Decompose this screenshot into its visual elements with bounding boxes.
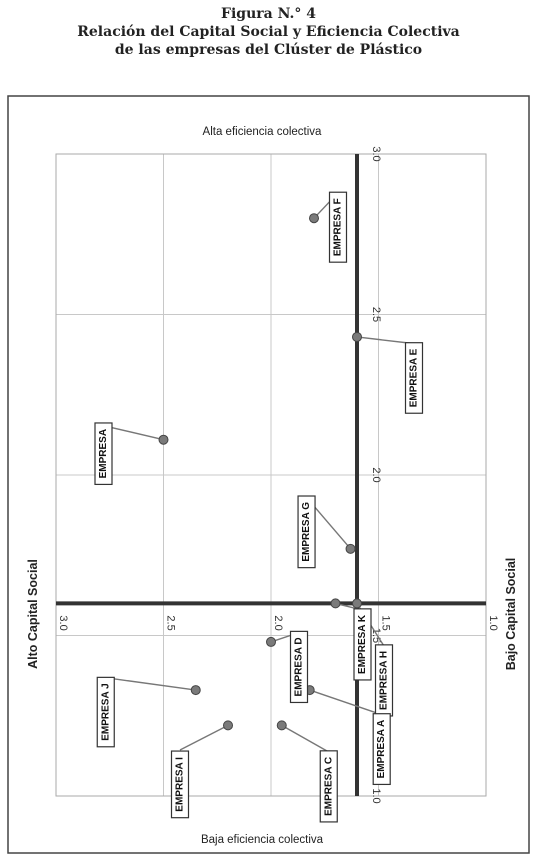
data-point xyxy=(330,598,341,609)
point-labels: EMPRESA F EMPRESA E EMPRESA EMPRESA G EMPRES… xyxy=(94,191,424,823)
point-label-text: EMPRESA C xyxy=(323,757,334,816)
leader-line xyxy=(105,677,196,691)
right-axis-caption: Bajo Capital Social xyxy=(504,558,518,671)
data-point xyxy=(309,213,319,224)
data-point xyxy=(352,331,362,342)
data-point xyxy=(190,685,201,696)
leader-line xyxy=(103,424,164,441)
point-label-box xyxy=(297,495,316,569)
point-label-text: EMPRESA xyxy=(98,429,109,478)
figure-title-line2: de las empresas del Clúster de Plástico xyxy=(114,42,423,58)
data-point xyxy=(276,720,287,731)
left-axis-caption: Alto Capital Social xyxy=(26,559,40,669)
point-label-box xyxy=(328,191,348,263)
x-tick-label: 2.0 xyxy=(272,615,284,630)
point-label: EMPRESA xyxy=(94,422,113,486)
leader-line xyxy=(309,689,382,716)
point-label-text: EMPRESA I xyxy=(175,757,186,812)
plot-border xyxy=(55,153,487,797)
point-label-text: EMPRESA F xyxy=(333,198,344,256)
point-label-text: EMPRESA A xyxy=(376,720,387,779)
y-tick-label: 2.0 xyxy=(370,467,382,482)
point-label: EMPRESA K xyxy=(353,608,372,681)
y-tick-label: 3.0 xyxy=(370,146,382,161)
grid xyxy=(55,153,487,797)
x-tick-label: 2.5 xyxy=(165,615,177,630)
y-tick-label: 2.5 xyxy=(370,307,382,322)
point-label-box xyxy=(404,342,424,414)
point-label-box xyxy=(319,750,338,823)
data-point xyxy=(158,434,169,445)
figure-number: Figura N.° 4 xyxy=(221,6,316,22)
point-label-box xyxy=(170,750,190,819)
figure-title-line1: Relación del Capital Social y Eficiencia… xyxy=(77,24,460,40)
data-points xyxy=(158,213,362,731)
point-label-box xyxy=(372,713,391,786)
point-label: EMPRESA I xyxy=(170,750,190,819)
data-point xyxy=(345,543,356,554)
leader-line xyxy=(356,336,415,345)
axes xyxy=(56,154,486,796)
point-label-text: EMPRESA K xyxy=(357,614,368,674)
data-point xyxy=(223,720,233,731)
point-label: EMPRESA G xyxy=(297,495,316,569)
point-label-text: EMPRESA J xyxy=(100,683,111,740)
point-label-text: EMPRESA D xyxy=(294,637,305,696)
point-label: EMPRESA C xyxy=(319,750,338,823)
leader-line xyxy=(281,724,330,753)
point-label: EMPRESA A xyxy=(372,713,391,786)
point-label: EMPRESA H xyxy=(374,644,394,717)
y-tick-label: 1.0 xyxy=(370,788,382,803)
x-tick-label: 1.5 xyxy=(380,615,392,630)
x-tick-label: 1.0 xyxy=(487,615,499,630)
data-point xyxy=(266,636,276,647)
point-label-box xyxy=(96,676,115,748)
point-label: EMPRESA F xyxy=(328,191,348,263)
point-label-text: EMPRESA E xyxy=(409,348,420,407)
point-label-box xyxy=(353,608,372,681)
data-point xyxy=(352,598,362,609)
point-label: EMPRESA E xyxy=(404,342,424,414)
point-label: EMPRESA J xyxy=(96,676,115,748)
bottom-axis-caption: Baja eficiencia colectiva xyxy=(201,834,324,846)
point-label: EMPRESA D xyxy=(289,630,309,704)
point-label-text: EMPRESA H xyxy=(379,651,390,710)
point-label-text: EMPRESA G xyxy=(301,502,312,562)
point-label-box xyxy=(289,630,309,704)
x-tick-label: 3.0 xyxy=(57,615,69,630)
top-axis-caption: Alta eficiencia colectiva xyxy=(203,126,322,138)
point-label-box xyxy=(94,422,113,486)
figure-frame xyxy=(7,95,530,854)
leader-line xyxy=(179,724,229,751)
